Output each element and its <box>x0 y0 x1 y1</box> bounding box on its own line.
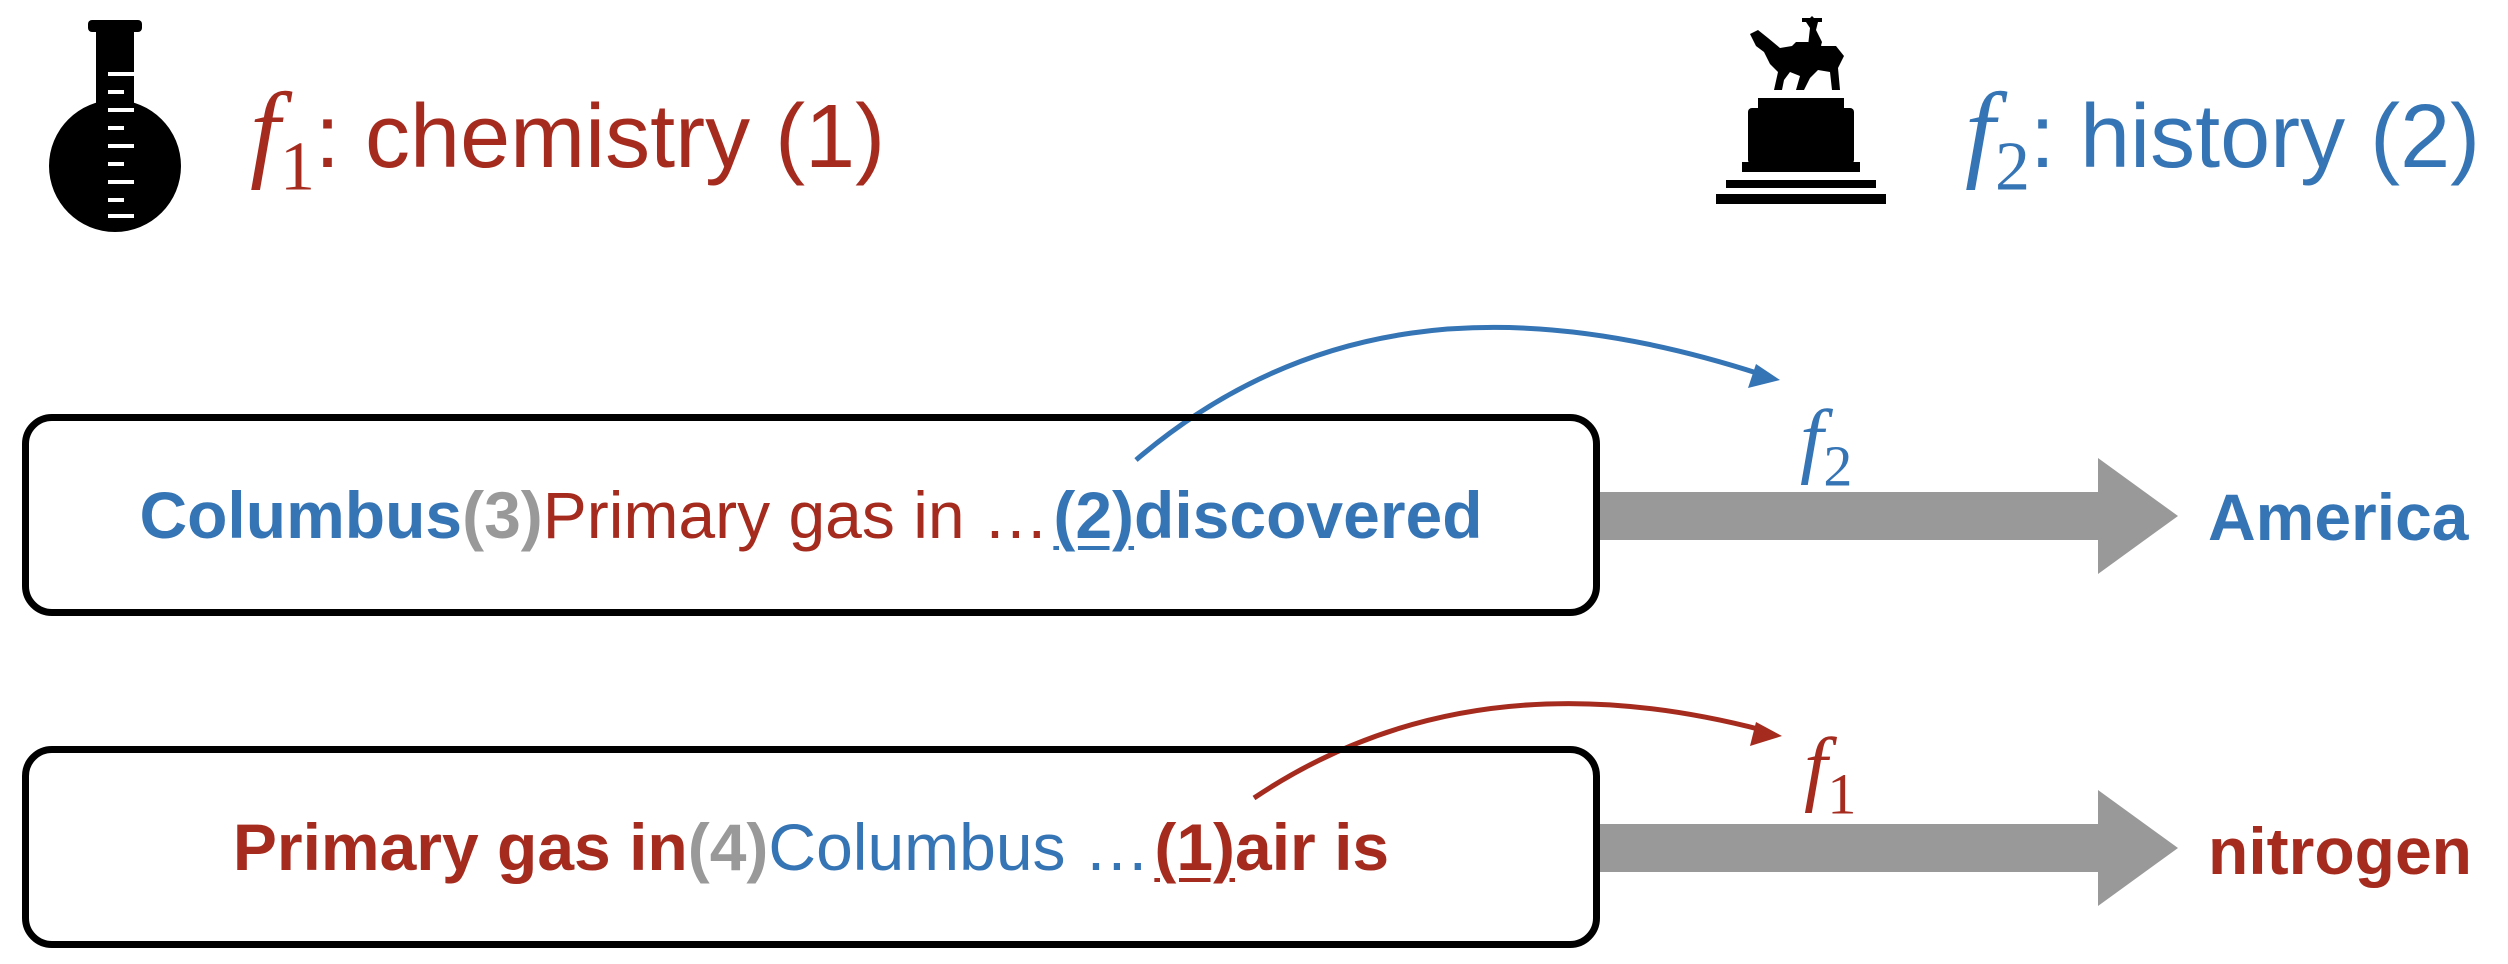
statue-icon <box>1716 16 1886 204</box>
legend-label: : history (2) <box>2030 87 2481 187</box>
arrow-label-f2: f2 <box>1800 393 1853 499</box>
token-context: Primary gas in <box>232 810 688 884</box>
token-entity: Columbus … <box>768 810 1150 884</box>
token-relation: air is <box>1235 810 1390 884</box>
arrow-label-f1: f1 <box>1804 721 1857 827</box>
attention-curve-blue <box>1134 324 1761 462</box>
output-nitrogen: nitrogen <box>2208 814 2472 888</box>
legend-function-symbol: f2 <box>1965 72 2031 206</box>
attention-curve-red <box>1252 701 1763 801</box>
legend-history: f2: history (2) <box>1965 78 2480 202</box>
legend-chemistry: f1: chemistry (1) <box>250 78 885 202</box>
prompt-box-1: Columbus (3) Primary gas in … (2) discov… <box>22 414 1600 616</box>
output-america: America <box>2208 480 2469 554</box>
flask-icon <box>49 20 181 232</box>
prompt-box-2: Primary gas in (4) Columbus … (1) air is <box>22 746 1600 948</box>
legend-label: : chemistry (1) <box>315 87 886 187</box>
token-entity: Columbus <box>139 478 463 552</box>
token-function-marker: (1) <box>1154 810 1236 884</box>
token-distractor-marker: (3) <box>462 478 543 552</box>
token-context: Primary gas in … <box>542 478 1049 552</box>
legend-function-symbol: f1 <box>250 72 316 206</box>
token-relation: discovered <box>1134 478 1483 552</box>
output-arrow-2 <box>1600 790 2178 906</box>
output-arrow-1 <box>1600 458 2178 574</box>
token-distractor-marker: (4) <box>687 810 769 884</box>
token-function-marker: (2) <box>1053 478 1135 552</box>
